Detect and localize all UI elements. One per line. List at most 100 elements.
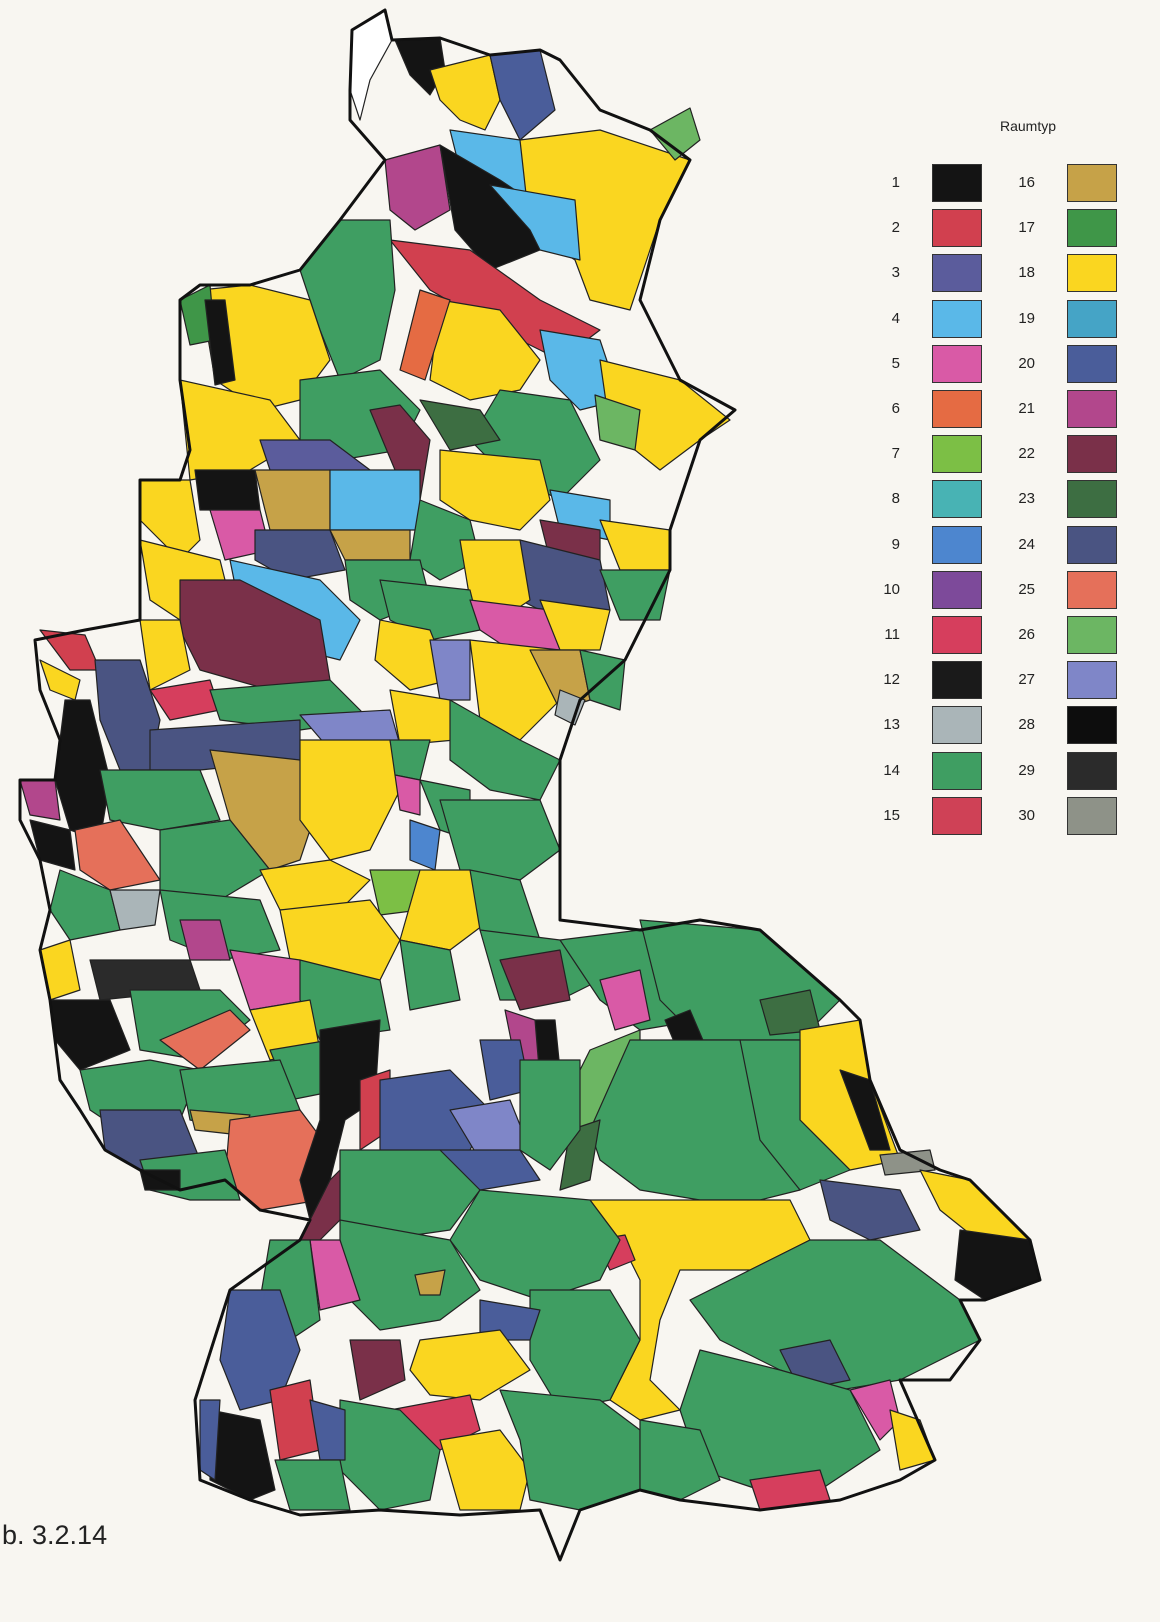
map-region	[384, 144, 451, 231]
legend-number: 9	[891, 535, 900, 553]
legend-number: 13	[883, 716, 900, 734]
map-region	[204, 299, 236, 386]
map-region	[529, 1289, 641, 1411]
legend-number: 23	[1018, 490, 1035, 508]
map-region	[409, 819, 441, 871]
legend-number: 19	[1018, 309, 1035, 327]
legend-swatch	[932, 435, 982, 474]
legend-title: Raumtyp	[1000, 118, 1057, 134]
map-region	[309, 1239, 361, 1311]
legend-swatch	[932, 254, 982, 293]
legend-swatch	[1067, 164, 1117, 202]
legend-swatch	[932, 570, 982, 609]
legend-number: 26	[1018, 626, 1035, 643]
map-region	[599, 969, 651, 1031]
legend-swatch	[932, 525, 982, 564]
map-region	[649, 107, 701, 161]
map-region	[589, 1199, 811, 1421]
legend-number: 28	[1018, 716, 1035, 734]
legend-swatch	[1067, 796, 1117, 835]
map-region	[489, 49, 556, 141]
map-region	[19, 779, 61, 821]
legend-number: 14	[883, 761, 900, 779]
map-region	[329, 469, 421, 531]
map-region	[439, 449, 551, 531]
map-region	[349, 1339, 406, 1401]
legend-number: 29	[1018, 761, 1035, 779]
map-region	[419, 399, 501, 451]
map-region	[139, 619, 191, 691]
map-region	[499, 949, 571, 1011]
map-region	[429, 639, 471, 701]
legend-swatch	[1067, 616, 1117, 654]
map-region	[159, 1009, 251, 1071]
legend-swatch	[1067, 254, 1117, 293]
legend-swatch	[1067, 299, 1117, 338]
map-region	[889, 1409, 936, 1471]
map-region	[599, 519, 671, 571]
legend-swatch	[1067, 661, 1117, 700]
country-outline	[18, 8, 1042, 1562]
legend-number: 7	[891, 445, 900, 463]
legend-number: 24	[1018, 535, 1035, 553]
legend-number: 3	[891, 264, 900, 282]
legend-number: 10	[883, 580, 900, 598]
map-region	[399, 939, 461, 1011]
legend-number: 12	[883, 671, 900, 689]
legend-row: 6 21	[880, 390, 1150, 430]
legend-swatch	[1067, 209, 1117, 248]
legend-number: 8	[891, 490, 900, 508]
map-region	[399, 869, 491, 951]
map-region	[594, 394, 641, 451]
map-region	[254, 469, 331, 531]
map-region	[299, 219, 396, 381]
legend-number: 15	[883, 806, 900, 824]
legend-swatch	[1067, 480, 1117, 519]
legend-swatch	[932, 164, 982, 202]
map-region	[399, 289, 451, 381]
legend-swatch	[932, 299, 982, 338]
map-region	[409, 499, 481, 581]
legend-number: 25	[1018, 580, 1035, 598]
map-region	[954, 1229, 1041, 1301]
map-region	[39, 939, 81, 1001]
legend-swatch	[1067, 525, 1117, 564]
legend-number: 18	[1018, 264, 1035, 282]
map-region	[879, 1149, 936, 1176]
map-region	[199, 1399, 221, 1481]
map-region	[394, 774, 421, 816]
map-region	[479, 1299, 541, 1341]
map-region	[49, 869, 121, 941]
legend-swatch	[1067, 435, 1117, 474]
legend-swatch	[932, 751, 982, 790]
map-region	[109, 889, 161, 931]
legend-number: 6	[891, 400, 900, 417]
legend-swatch	[932, 390, 982, 428]
figure-caption: b. 3.2.14	[2, 1520, 108, 1550]
legend-row: 14 29	[880, 751, 1150, 792]
map-region	[389, 739, 431, 781]
legend-swatch	[1067, 706, 1117, 745]
map-region	[539, 599, 611, 651]
legend-row: 9 24	[880, 525, 1150, 566]
legend-number: 1	[891, 174, 900, 191]
legend-swatch	[932, 706, 982, 745]
legend-number: 17	[1018, 219, 1035, 237]
map-region	[409, 1329, 531, 1401]
legend-row: 7 22	[880, 435, 1150, 475]
map-region	[414, 1269, 446, 1296]
legend-number: 5	[891, 354, 900, 372]
map-region	[254, 529, 346, 581]
map-region	[179, 919, 231, 961]
legend-row: 8 23	[880, 480, 1150, 520]
legend-number: 21	[1018, 400, 1035, 417]
legend-swatch	[1067, 344, 1117, 383]
map-region	[274, 1459, 351, 1511]
legend-row: 10 25	[880, 570, 1150, 611]
legend-number: 22	[1018, 445, 1035, 463]
legend-number: 4	[891, 309, 900, 327]
